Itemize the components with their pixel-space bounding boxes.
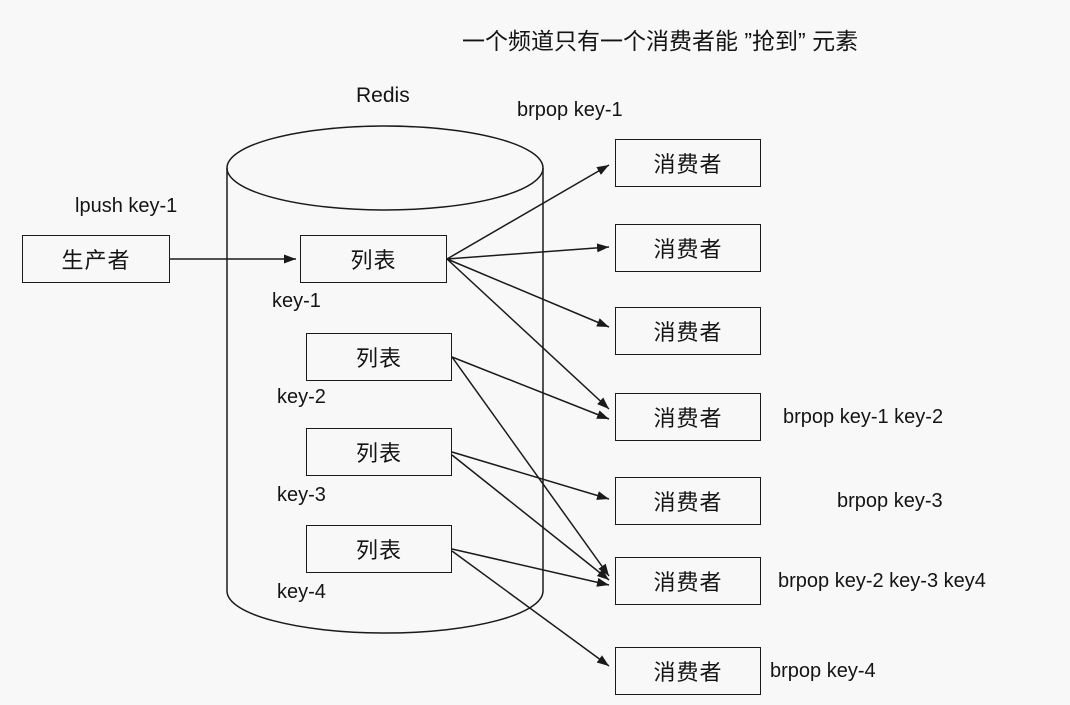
consumer-box-1: 消费者	[615, 139, 761, 187]
brpop-key1-label: brpop key-1	[517, 99, 623, 121]
consumer-box-4: 消费者	[615, 393, 761, 441]
consumer-label: 消费者	[653, 237, 723, 262]
list-box-key-3: 列表	[306, 428, 452, 476]
edge-list1-consumer1	[446, 164, 610, 260]
consumer-box-3: 消费者	[615, 307, 761, 355]
consumer-label: 消费者	[653, 570, 723, 595]
redis-label: Redis	[356, 84, 410, 107]
consumer-box-5: 消费者	[615, 477, 761, 525]
consumer-label: 消费者	[653, 320, 723, 345]
consumer-box-7: 消费者	[615, 647, 761, 695]
producer-label: 生产者	[61, 248, 131, 273]
edge-list1-consumer3	[446, 258, 610, 328]
edge-list1-consumer2	[446, 243, 610, 260]
key-3-label: key-3	[277, 484, 326, 506]
redis-cylinder	[226, 125, 544, 634]
list-box-key-1: 列表	[300, 235, 447, 283]
brpop-note-consumer-5: brpop key-3	[837, 490, 943, 512]
key-4-label: key-4	[277, 581, 326, 603]
brpop-note-consumer-4: brpop key-1 key-2	[783, 406, 944, 428]
edge-list3-consumer5	[451, 451, 610, 500]
list-box-key-4: 列表	[306, 525, 452, 573]
consumer-label: 消费者	[653, 152, 723, 177]
list-label: 列表	[355, 538, 402, 563]
consumer-box-2: 消费者	[615, 224, 761, 272]
edge-list3-consumer6	[451, 454, 610, 581]
list-box-key-2: 列表	[306, 333, 452, 381]
lpush-key1-label: lpush key-1	[75, 195, 178, 217]
edge-list4-consumer7	[451, 550, 610, 667]
consumer-label: 消费者	[653, 660, 723, 685]
brpop-note-consumer-6: brpop key-2 key-3 key4	[778, 570, 986, 592]
consumer-label: 消费者	[653, 406, 723, 431]
consumer-label: 消费者	[653, 490, 723, 515]
diagram-title: 一个频道只有一个消费者能 ”抢到” 元素	[462, 28, 859, 54]
edge-list1-consumer4	[446, 258, 610, 410]
producer-box: 生产者	[22, 235, 170, 283]
key-1-label: key-1	[272, 290, 321, 312]
edge-list2-consumer6	[451, 356, 610, 577]
consumer-box-6: 消费者	[615, 557, 761, 605]
list-label: 列表	[350, 248, 397, 273]
edge-list2-consumer4	[451, 356, 610, 420]
list-label: 列表	[355, 346, 402, 371]
edge-list4-consumer6	[451, 548, 610, 587]
list-label: 列表	[355, 441, 402, 466]
key-2-label: key-2	[277, 386, 326, 408]
brpop-note-consumer-7: brpop key-4	[770, 660, 876, 682]
